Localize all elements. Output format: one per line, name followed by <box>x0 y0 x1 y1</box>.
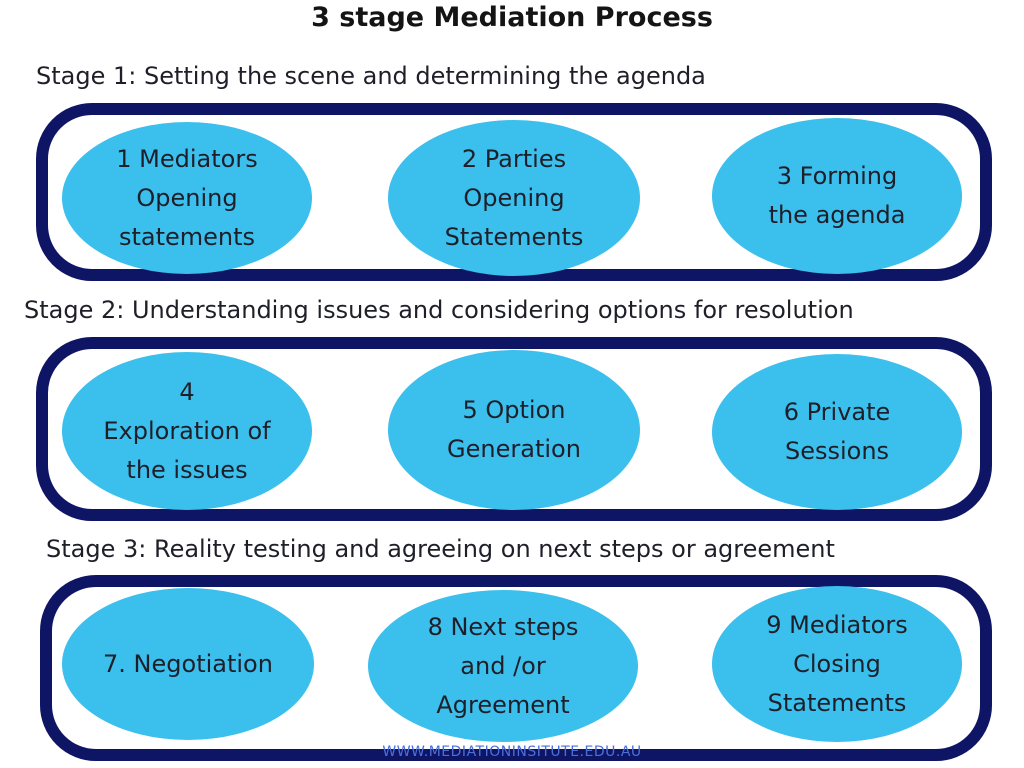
step-8-label: 8 Next steps and /or Agreement <box>427 612 579 719</box>
page-title: 3 stage Mediation Process <box>311 2 713 33</box>
step-1-ellipse: 1 Mediators Opening statements <box>62 122 312 274</box>
step-1-label: 1 Mediators Opening statements <box>116 144 258 251</box>
step-2-ellipse: 2 Parties Opening Statements <box>388 120 640 276</box>
step-4-label: 4 Exploration of the issues <box>103 377 271 484</box>
step-8-ellipse: 8 Next steps and /or Agreement <box>368 590 638 742</box>
step-9-ellipse: 9 Mediators Closing Statements <box>712 586 962 742</box>
step-3-label: 3 Forming the agenda <box>768 162 906 229</box>
step-6-label: 6 Private Sessions <box>783 398 891 465</box>
step-6-ellipse: 6 Private Sessions <box>712 354 962 510</box>
step-2-label: 2 Parties Opening Statements <box>444 144 584 251</box>
stage-3-label: Stage 3: Reality testing and agreeing on… <box>46 535 835 563</box>
step-4-ellipse: 4 Exploration of the issues <box>62 352 312 510</box>
step-5-ellipse: 5 Option Generation <box>388 350 640 510</box>
stage-1-label: Stage 1: Setting the scene and determini… <box>36 62 706 90</box>
step-3-ellipse: 3 Forming the agenda <box>712 118 962 274</box>
step-7-ellipse: 7. Negotiation <box>62 588 314 740</box>
stage-2-label: Stage 2: Understanding issues and consid… <box>24 296 854 324</box>
step-7-label: 7. Negotiation <box>103 649 273 678</box>
step-5-label: 5 Option Generation <box>447 396 581 463</box>
footer-url: WWW.MEDIATIONINSITUTE.EDU.AU <box>382 744 642 760</box>
step-9-label: 9 Mediators Closing Statements <box>766 610 908 717</box>
